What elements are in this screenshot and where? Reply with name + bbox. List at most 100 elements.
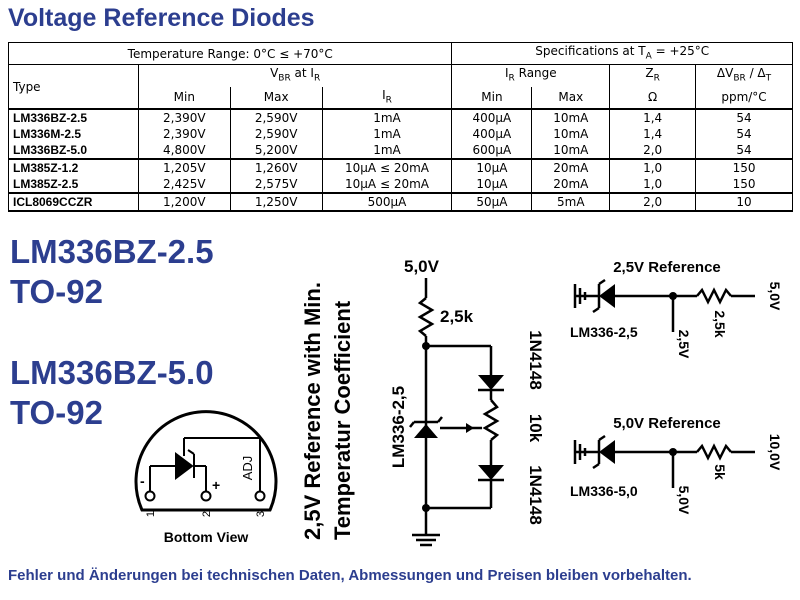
table-cell-irmax: 20mA: [531, 176, 611, 194]
pin-3: [254, 490, 266, 502]
reference-5v0-title: 5,0V Reference: [613, 415, 721, 432]
table-cell-vmax: 2,590V: [229, 108, 323, 127]
spec-conditions-header: Specifications at TA = +25°C: [451, 41, 793, 66]
reference-diode-icon: [414, 424, 438, 438]
diode-top-label: 1N4148: [526, 330, 545, 390]
pin-3-number: 3: [255, 511, 267, 517]
plus-label: +: [212, 477, 220, 493]
pin-2-number: 2: [201, 511, 213, 517]
trim-value: 10k: [526, 414, 545, 443]
table-cell-ir: 10µA ≤ 20mA: [321, 176, 453, 194]
header-row-2: Type VBR at IR IR Range ZR ΔVBR / ΔT: [8, 64, 793, 110]
diode-bottom-label: 1N4148: [526, 465, 545, 525]
table-cell-zr: 2,0: [609, 192, 697, 213]
diode-bottom-icon: [478, 465, 504, 480]
resistor-value: 2,5k: [440, 307, 474, 326]
package-2: TO-92: [10, 394, 103, 431]
table-cell-vmax: 1,260V: [229, 158, 323, 177]
table-cell-dv: 10: [695, 192, 793, 213]
table-cell-dv: 150: [695, 176, 793, 194]
vbr-header: VBR at IR: [137, 64, 453, 87]
table-cell-irmax: 5mA: [531, 192, 611, 213]
table-cell-irmax: 20mA: [531, 158, 611, 177]
table-cell-vmin: 4,800V: [137, 142, 231, 160]
table-cell-dv: 54: [695, 142, 793, 160]
table-cell-ir: 1mA: [321, 126, 453, 143]
zener-diode-icon: [599, 284, 615, 308]
reference-5v0-schematic: 5,0V Reference LM336-5,0 5,0V 5k 10,0V: [570, 415, 783, 515]
zr-unit: Ω: [609, 86, 697, 110]
table-cell-dv: 150: [695, 158, 793, 177]
reference-2v5-resistor: 2,5k: [712, 310, 728, 337]
reference-5v0-supply: 10,0V: [767, 434, 783, 471]
wiper-arrow-icon: [466, 423, 474, 433]
header-row-1: Temperature Range: 0°C ≤ +70°C Specifica…: [7, 41, 793, 66]
table-cell-ir: 1mA: [321, 142, 453, 160]
minus-label: -: [140, 473, 145, 489]
zener-diode-icon: [599, 440, 615, 464]
table-cell-irmin: 400µA: [451, 126, 533, 143]
adj-label: ADJ: [240, 456, 255, 481]
table-cell-vmin: 2,390V: [137, 126, 231, 143]
dv-unit: ppm/°C: [695, 86, 793, 110]
table-cell-zr: 1,4: [609, 126, 697, 143]
table-cell-irmin: 400µA: [451, 108, 533, 127]
resistor-icon: [417, 297, 435, 337]
pin-1-number: 1: [145, 511, 157, 517]
reference-5v0-resistor: 5k: [712, 464, 728, 480]
table-cell-zr: 1,4: [609, 108, 697, 127]
table-cell-irmax: 10mA: [531, 142, 611, 160]
table-cell-irmax: 10mA: [531, 108, 611, 127]
irmin-header: Min: [451, 86, 533, 110]
pin-2: [200, 490, 212, 502]
table-cell-zr: 1,0: [609, 176, 697, 194]
type-col-header: Type: [8, 64, 139, 110]
vertical-caption-2: Temperatur Coefficient: [330, 300, 355, 540]
table-cell-type: LM385Z-2.5: [8, 176, 139, 194]
dv-header: ΔVBR / ΔT: [695, 64, 793, 87]
table-cell-vmin: 1,205V: [137, 158, 231, 177]
table-cell-irmin: 600µA: [451, 142, 533, 160]
part-number-2: LM336BZ-5.0: [10, 354, 214, 391]
table-cell-vmin: 2,425V: [137, 176, 231, 194]
table-cell-zr: 1,0: [609, 158, 697, 177]
table-cell-vmax: 2,590V: [229, 126, 323, 143]
reference-2v5-device: LM336-2,5: [570, 324, 638, 340]
table-cell-vmin: 2,390V: [137, 108, 231, 127]
temp-range-header: Temperature Range: 0°C ≤ +70°C: [7, 41, 453, 66]
trimmer-resistor-icon: [482, 399, 500, 441]
to92-pinout-diagram: - + 1 2 3 ADJ Bottom View: [134, 410, 278, 545]
ir-header: IR: [321, 86, 453, 110]
table-cell-dv: 54: [695, 126, 793, 143]
table-cell-vmax: 5,200V: [229, 142, 323, 160]
device-label: LM336-2,5: [389, 386, 408, 468]
zener-diode-icon: [175, 452, 194, 480]
table-cell-vmin: 1,200V: [137, 192, 231, 213]
reference-2v5-title: 2,5V Reference: [613, 259, 721, 276]
diode-top-icon: [478, 375, 504, 390]
package-1: TO-92: [10, 273, 103, 310]
table-cell-type: LM336M-2.5: [8, 126, 139, 143]
vmax-header: Max: [229, 86, 323, 110]
table-cell-irmin: 50µA: [451, 192, 533, 213]
table-cell-dv: 54: [695, 108, 793, 127]
package-outline: [134, 410, 278, 512]
table-cell-vmax: 1,250V: [229, 192, 323, 213]
table-cell-type: ICL8069CCZR: [8, 192, 139, 213]
resistor-icon: [696, 443, 732, 461]
supply-label: 5,0V: [404, 257, 440, 276]
vmin-header: Min: [137, 86, 231, 110]
spec-table: Temperature Range: 0°C ≤ +70°C Specifica…: [7, 41, 793, 213]
table-cell-vmax: 2,575V: [229, 176, 323, 194]
vertical-caption-1: 2,5V Reference with Min.: [300, 282, 325, 540]
part-number-1: LM336BZ-2.5: [10, 233, 214, 270]
reference-5v0-output: 5,0V: [676, 486, 692, 515]
reference-2v5-supply: 5,0V: [767, 282, 783, 311]
bottom-view-caption: Bottom View: [164, 529, 249, 545]
table-cell-ir: 500µA: [321, 192, 453, 213]
